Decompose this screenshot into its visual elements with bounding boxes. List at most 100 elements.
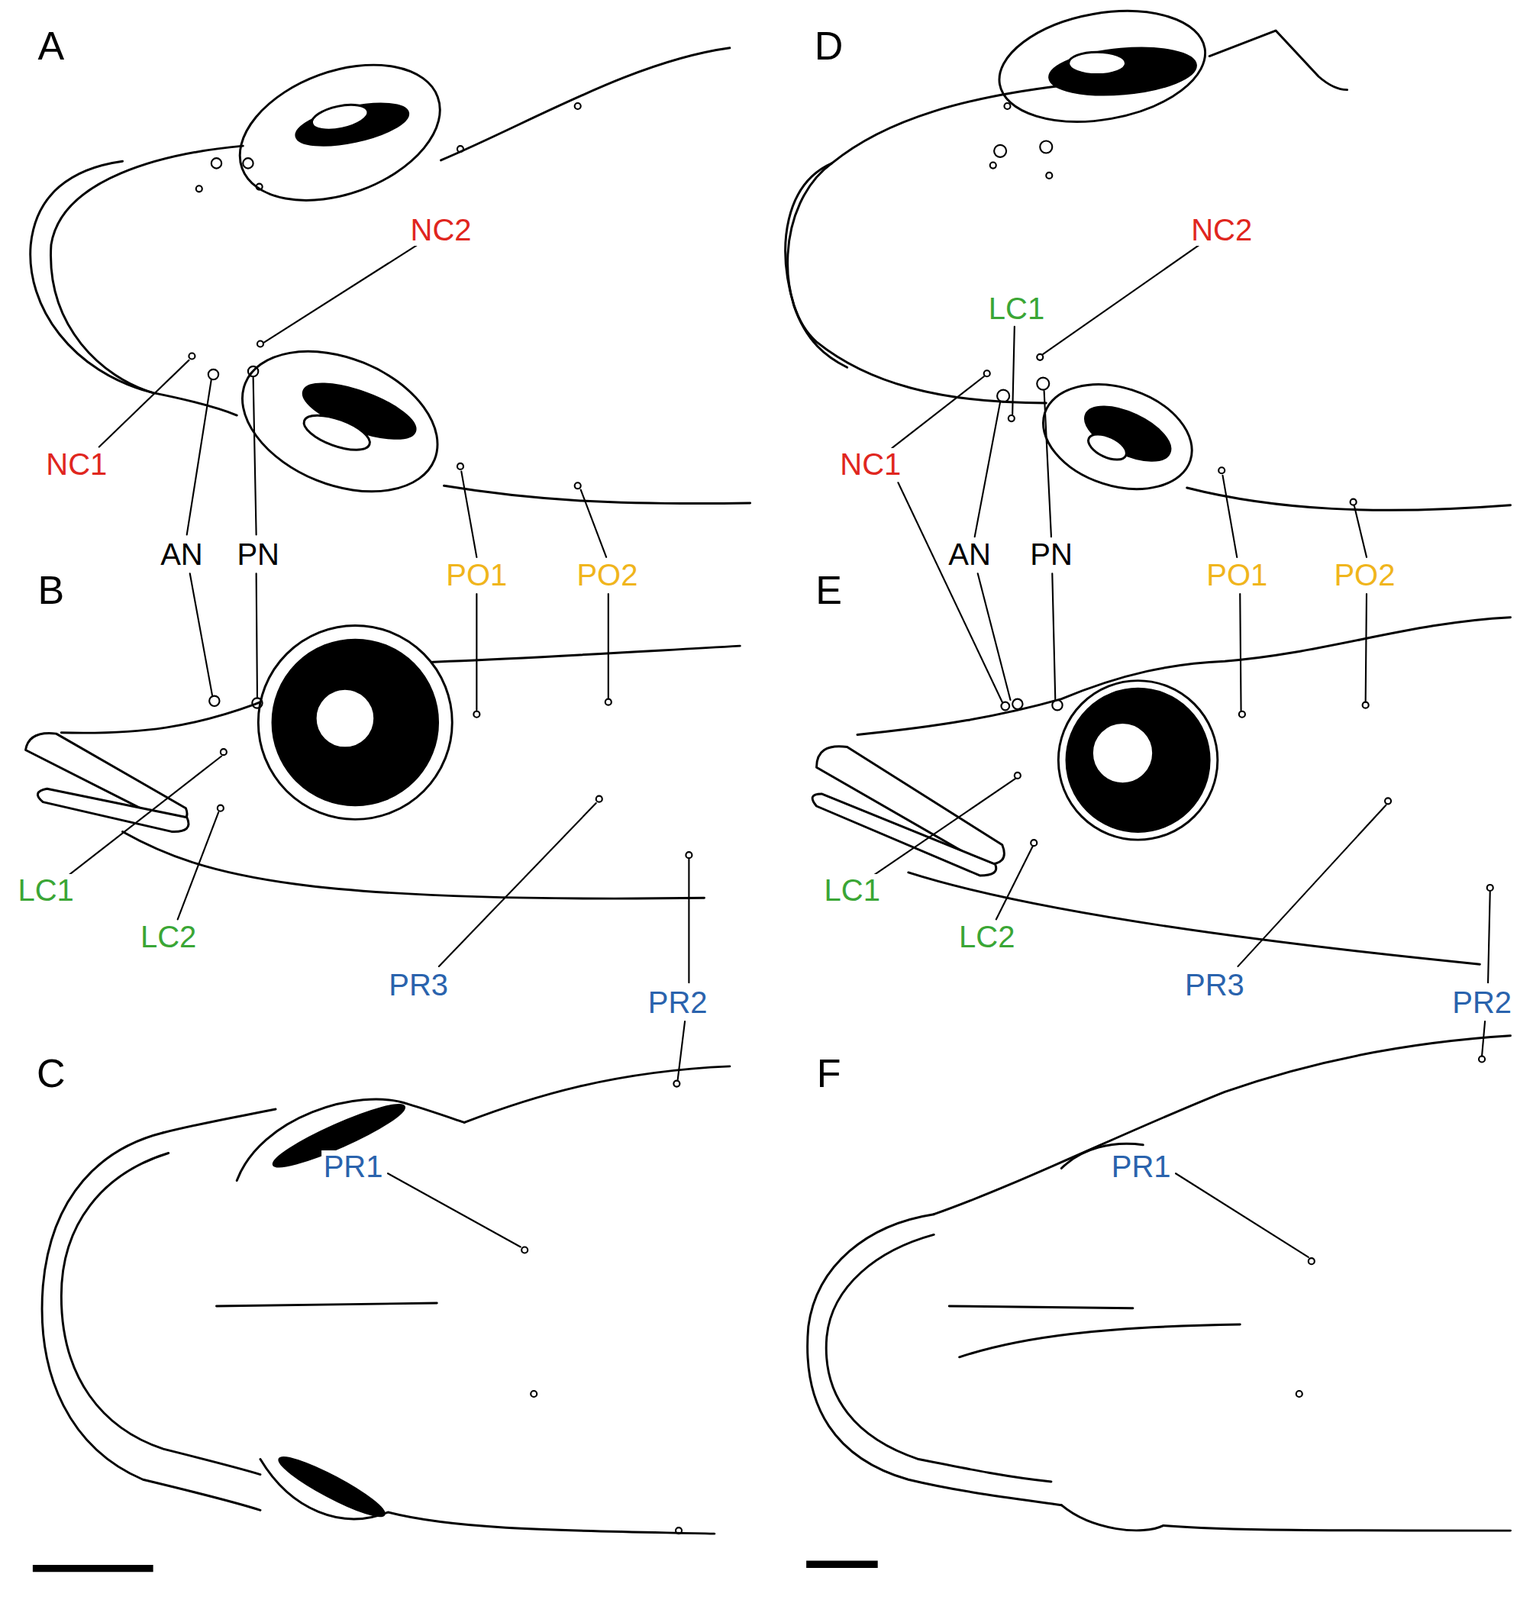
neuromast [196,185,203,192]
panel-letter: C [34,1052,68,1095]
head-outline [163,1109,276,1133]
neuromast [994,145,1007,158]
body-outline [444,485,751,504]
leader-line [996,845,1033,920]
panel-letter: E [813,569,845,611]
snout-outline [51,145,244,416]
panel-letter: F [814,1052,844,1095]
leader-line [69,756,222,875]
panel-c-drawing [41,1066,730,1534]
structure-label: PN [234,538,282,571]
neuromast [530,1390,537,1398]
structure-label: AN [158,538,206,571]
neuromast [605,699,612,706]
eye-pigment [272,639,439,806]
structure-label: LC2 [956,920,1017,953]
body-outline [122,831,705,899]
body-outline [1187,487,1511,510]
eye-outline [990,0,1214,137]
neuromasts [188,103,1493,1534]
panel-e-drawing [812,617,1511,965]
structure-label: PR3 [386,968,451,1001]
eye-lens [315,688,375,749]
panel-a-drawing [30,39,751,519]
neuromast [1487,884,1494,891]
lip-outline [61,1153,261,1475]
eye-outline [258,625,452,820]
eye-lens [1084,429,1131,465]
neuromast [209,696,220,707]
neuromast [1039,140,1053,153]
neuromast [1296,1390,1303,1398]
leader-line [99,360,190,448]
neuromast [1036,354,1043,361]
leader-line [387,1173,521,1247]
neuromast [457,145,464,152]
neuromast [596,796,603,803]
neuromast [1014,772,1021,779]
neuromast [208,369,219,380]
neuromast [1036,377,1049,391]
neuromast [521,1246,528,1253]
structure-label: PR2 [645,986,711,1019]
panel-f-drawing [807,1035,1511,1531]
neuromast [1384,797,1391,804]
eye-pigment [274,1449,389,1524]
scale-bar [32,1565,154,1572]
leader-line [1175,1173,1309,1258]
structure-label: LC2 [138,920,199,953]
eye-outline [221,39,459,226]
lip-outline [785,163,848,368]
structure-label: LC1 [822,874,883,907]
neuromast [257,340,264,347]
neuromast [675,1527,682,1534]
throat-groove [216,1303,438,1307]
panel-letter: D [812,25,846,67]
leader-line [580,490,609,699]
body-outline [1061,1505,1511,1531]
panel-letter: A [35,25,68,67]
body-outline [933,1035,1511,1215]
body-outline [441,48,730,161]
neuromast [256,183,263,191]
chin-outline [41,1132,261,1511]
leader-line [677,859,690,1081]
structure-label: LC1 [15,874,76,907]
eye-lens [1091,722,1153,784]
structure-label: PO2 [574,558,640,591]
neuromast [1218,467,1225,474]
neuromast [473,711,480,718]
leader-line [891,376,1002,702]
neuromast [242,158,253,168]
leader-line [1223,475,1242,711]
neuromast [574,103,581,110]
leader-line [461,471,477,711]
neuromast [220,748,227,756]
eye-outline [1058,680,1218,841]
structure-label: PR3 [1182,968,1247,1001]
neuromast [990,162,997,169]
leader-line [1042,242,1203,355]
eye-outline [1029,366,1206,507]
neuromast [984,370,991,377]
neuromast [1045,172,1053,179]
eye-pigment [292,95,412,154]
neuromast [251,697,262,708]
body-outline [464,1066,730,1124]
eye-lens [309,100,371,135]
structure-label: NC1 [837,448,904,481]
chin-outline [807,1214,1062,1506]
leader-line [263,242,421,343]
lower-jaw [812,793,997,876]
structure-label: AN [945,538,994,571]
neuromast [1362,702,1369,709]
eye-pigment [1077,395,1178,472]
scale-bar [806,1561,878,1569]
neuromast [685,852,692,859]
panel-d-drawing [785,0,1511,510]
lip-outline [826,1234,1052,1482]
structure-label: NC1 [43,448,110,481]
structure-label: PR1 [321,1150,386,1183]
structure-label: NC2 [1188,213,1255,246]
